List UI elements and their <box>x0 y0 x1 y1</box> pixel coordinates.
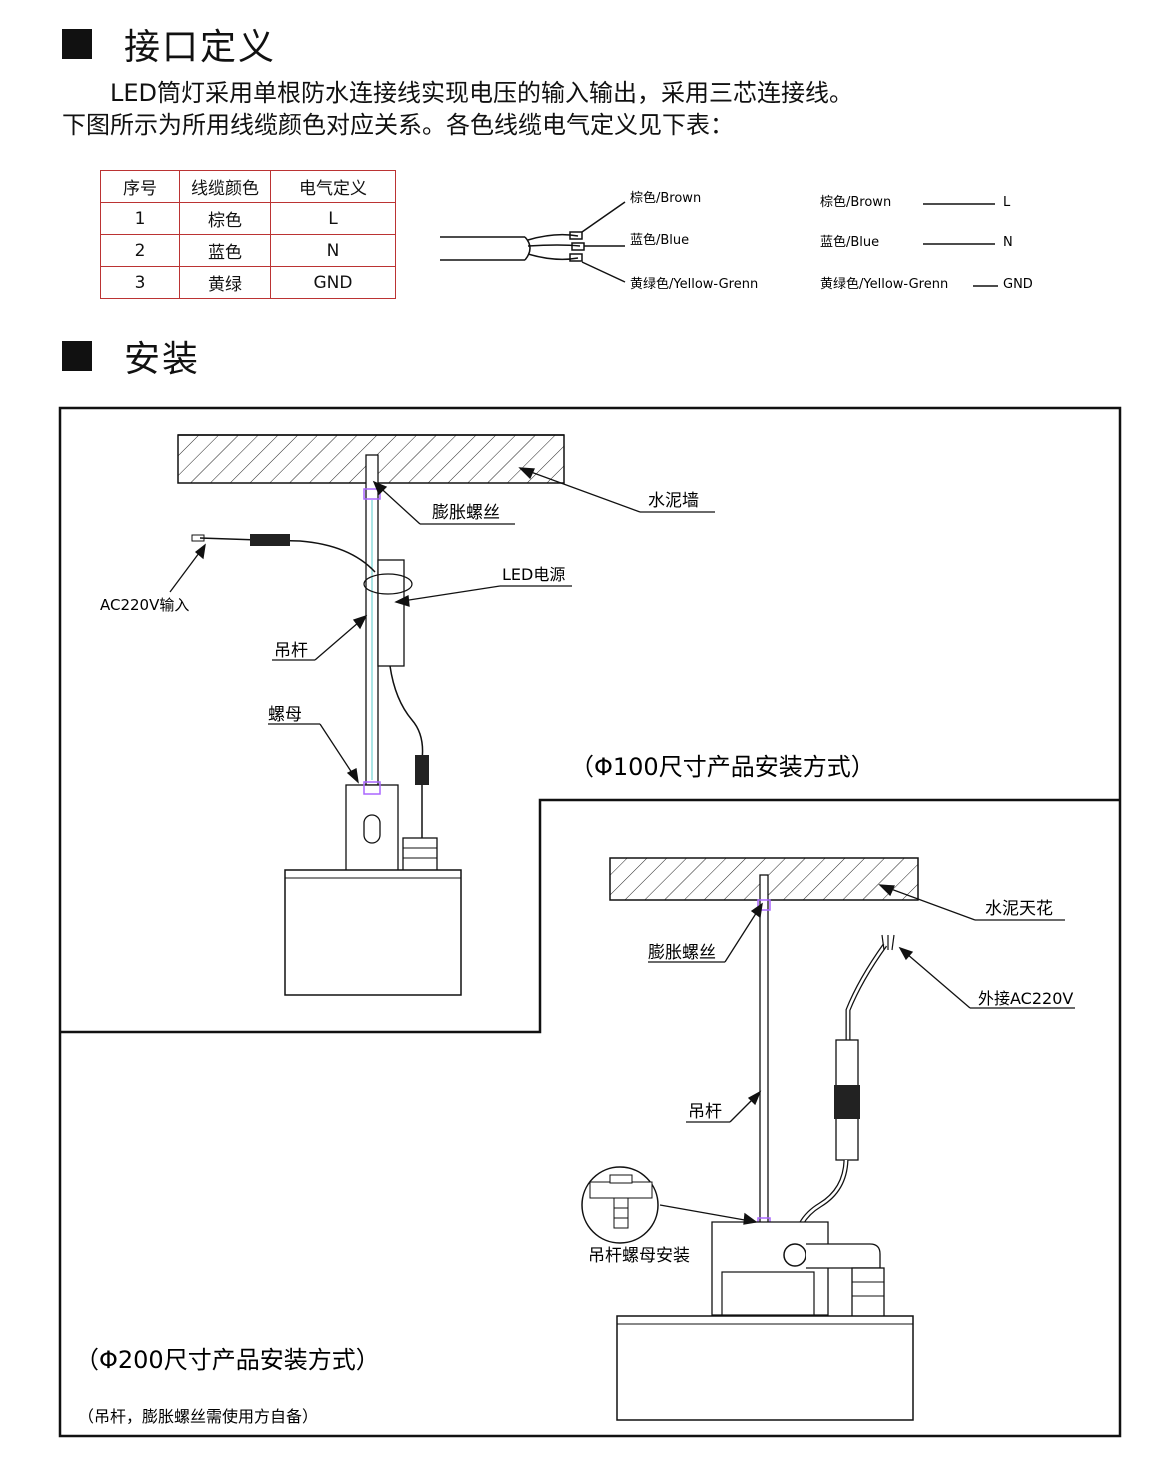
table-cell: 3 <box>100 266 180 299</box>
table-row: 1 棕色 L <box>100 202 396 235</box>
header-definition: 电气定义 <box>270 170 396 203</box>
hanging-rod-d200 <box>759 874 769 1241</box>
cable-wire-diagram: 棕色/Brown 蓝色/Blue 黄绿色/Yellow-Grenn 棕色/Bro… <box>440 190 1033 292</box>
wire-brown-label: 棕色/Brown <box>630 190 701 206</box>
expansion-bolt-marker <box>363 488 381 500</box>
downlight-body-d200 <box>616 1315 914 1421</box>
table-cell: L <box>270 202 396 235</box>
cable-gland <box>402 837 438 873</box>
wire-yg-label: 黄绿色/Yellow-Grenn <box>630 276 758 292</box>
table-cell: 棕色 <box>179 202 271 235</box>
table-cell: N <box>270 234 396 267</box>
bullet-square-icon <box>62 29 92 59</box>
note-user-supplied: （吊杆，膨胀螺丝需使用方自备） <box>78 1407 318 1426</box>
downlight-body-d100 <box>284 869 462 996</box>
mount-bracket <box>345 784 399 872</box>
label-nut: 螺母 <box>268 705 302 725</box>
input-connector <box>250 534 290 546</box>
install-outer-frame <box>58 406 1122 1438</box>
label-concrete-ceiling: 水泥天花 <box>985 899 1053 919</box>
section-interface-title: 接口定义 <box>62 18 276 70</box>
output-connector <box>415 755 429 785</box>
label-rod-d200: 吊杆 <box>688 1102 722 1122</box>
table-row: 3 黄绿 GND <box>100 266 396 299</box>
intro-line-2: 下图所示为所用线缆颜色对应关系。各色线缆电气定义见下表： <box>62 111 734 139</box>
label-led-driver: LED电源 <box>502 565 565 584</box>
label-rod-nut-install: 吊杆螺母安装 <box>588 1246 690 1266</box>
install-divider <box>60 798 1120 1034</box>
caption-d200: （Φ200尺寸产品安装方式） <box>75 1346 380 1374</box>
header-color: 线缆颜色 <box>179 170 271 203</box>
cable-gland-d200 <box>851 1267 885 1319</box>
section-interface-label: 接口定义 <box>124 27 277 68</box>
wire-blue-label: 蓝色/Blue <box>630 232 689 248</box>
wire-yg-label-2: 黄绿色/Yellow-Grenn <box>820 276 948 292</box>
section-install-label: 安装 <box>124 339 201 380</box>
wire-gnd-label: GND <box>1003 277 1033 292</box>
intro-line-1: LED筒灯采用单根防水连接线实现电压的输入输出，采用三芯连接线。 <box>110 79 854 107</box>
label-external-ac220: 外接AC220V <box>978 989 1073 1008</box>
caption-d100: （Φ100尺寸产品安装方式） <box>570 753 875 781</box>
wire-l-label: L <box>1003 195 1011 210</box>
led-driver-box <box>377 559 405 667</box>
label-rod-d100: 吊杆 <box>274 641 308 661</box>
section-install-title: 安装 <box>62 330 200 382</box>
bullet-square-icon <box>62 341 92 371</box>
wire-blue-label-2: 蓝色/Blue <box>820 234 879 250</box>
table-cell: GND <box>270 266 396 299</box>
table-row: 2 蓝色 N <box>100 234 396 267</box>
label-expansion-bolt-d200: 膨胀螺丝 <box>648 943 716 963</box>
wire-brown-label-2: 棕色/Brown <box>820 194 891 210</box>
label-concrete-wall: 水泥墙 <box>648 491 699 511</box>
table-cell: 黄绿 <box>179 266 271 299</box>
label-ac220-input: AC220V输入 <box>100 596 189 614</box>
cable-definition-table: 序号 线缆颜色 电气定义 1 棕色 L 2 蓝色 N 3 黄绿 GND <box>100 170 396 299</box>
table-header-row: 序号 线缆颜色 电气定义 <box>100 170 396 203</box>
wire-n-label: N <box>1003 235 1013 250</box>
label-expansion-bolt-d100: 膨胀螺丝 <box>432 503 500 523</box>
